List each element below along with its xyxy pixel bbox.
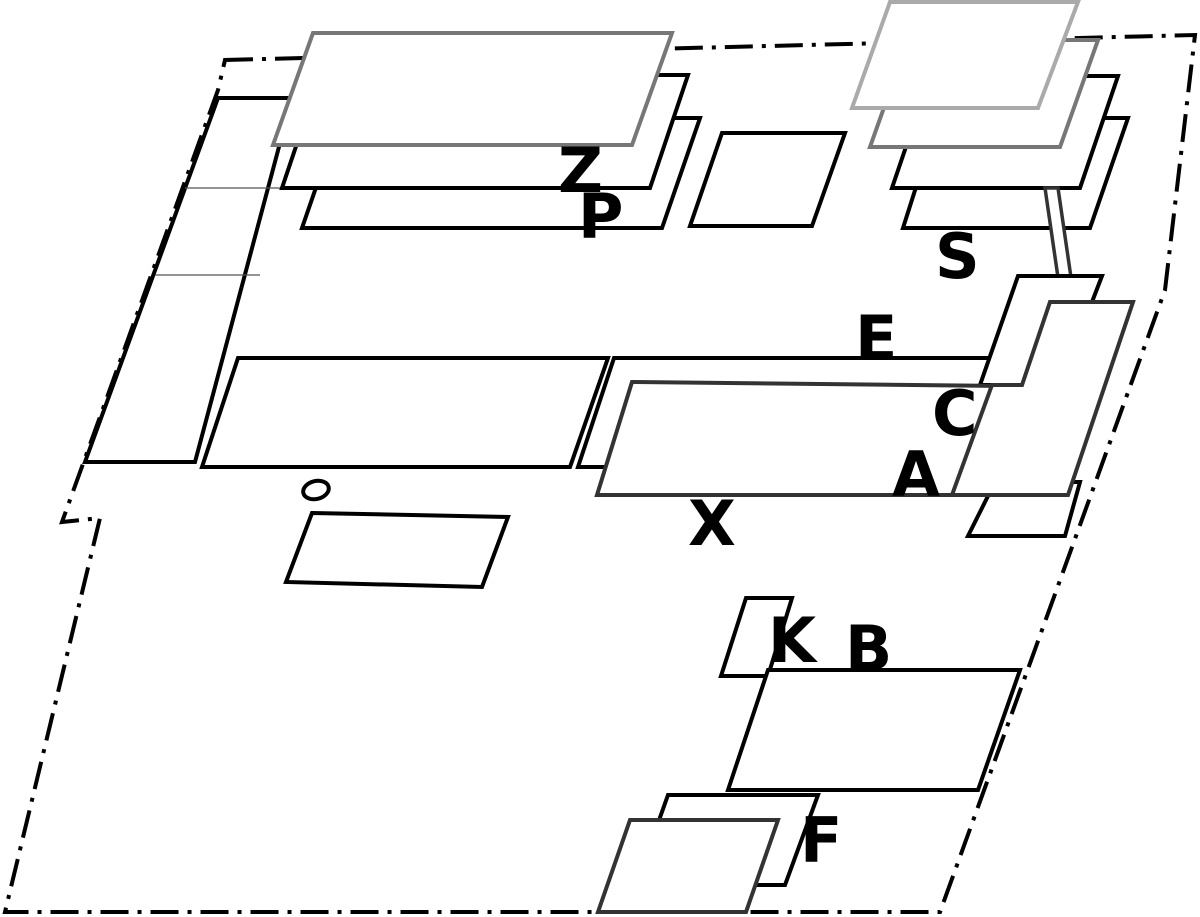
label-b: B: [845, 612, 892, 685]
label-z: Z: [558, 134, 603, 207]
small-top-block: [687, 131, 848, 228]
middle-left-block: [199, 356, 611, 469]
label-f: F: [800, 804, 842, 877]
block-s-top: [849, 0, 1081, 110]
left-tall-block: [82, 96, 295, 464]
oval-marker: [301, 478, 331, 502]
label-k: K: [768, 604, 818, 677]
site-boundary: [2, 32, 1198, 914]
label-e: E: [855, 302, 897, 375]
block-b: [725, 668, 1023, 792]
block-z-top: [270, 31, 675, 147]
block-ca: [949, 300, 1136, 497]
label-s: S: [935, 220, 980, 293]
block-f-front: [595, 818, 781, 914]
label-x: X: [688, 487, 736, 560]
label-c: C: [932, 377, 978, 450]
lower-left-block: [283, 510, 511, 590]
label-p: P: [578, 180, 623, 253]
label-a: A: [892, 438, 940, 511]
